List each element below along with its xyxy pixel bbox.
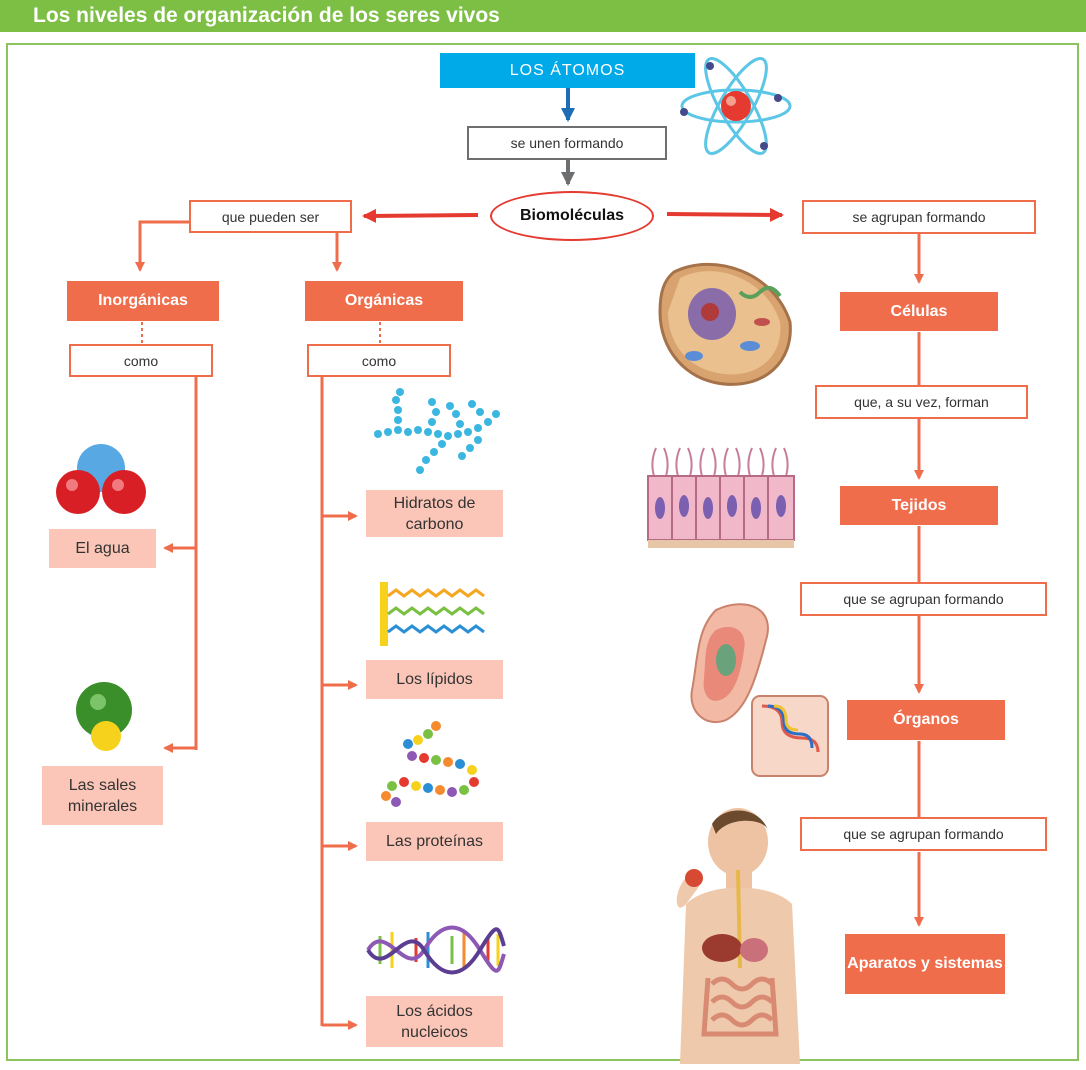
- que-pueden-ser-box: que pueden ser: [189, 200, 352, 233]
- lipid-icon: [380, 582, 485, 646]
- dna-helix-icon: [366, 925, 506, 975]
- hidratos-box: Hidratos de carbono: [366, 490, 503, 537]
- organ-intestine-icon: [690, 603, 829, 777]
- organicas-box: Orgánicas: [305, 281, 463, 321]
- inorganicas-box: Inorgánicas: [67, 281, 219, 321]
- cell-icon: [658, 262, 792, 386]
- tissue-icon: [647, 447, 795, 548]
- acidos-nucleicos-box: Los ácidos nucleicos: [366, 996, 503, 1047]
- agua-box: El agua: [49, 529, 156, 568]
- se-agrupan-2-box: que se agrupan formando: [800, 582, 1047, 616]
- carbohydrate-chain-icon: [374, 388, 500, 474]
- como-organicas-box: como: [307, 344, 451, 377]
- lipidos-box: Los lípidos: [366, 660, 503, 699]
- como-inorganicas-box: como: [69, 344, 213, 377]
- sales-minerales-box: Las sales minerales: [42, 766, 163, 825]
- proteinas-box: Las proteínas: [366, 822, 503, 861]
- human-body-icon: [676, 808, 800, 1064]
- diagram-frame: [6, 43, 1079, 1061]
- se-agrupan-3-box: que se agrupan formando: [800, 817, 1047, 851]
- organos-box: Órganos: [847, 700, 1005, 740]
- se-unen-box: se unen formando: [467, 126, 667, 160]
- se-agrupan-box: se agrupan formando: [802, 200, 1036, 234]
- page-title: Los niveles de organización de los seres…: [33, 4, 500, 27]
- atom-icon: [680, 57, 792, 155]
- water-molecule-icon: [56, 444, 146, 514]
- protein-chain-icon: [381, 721, 479, 807]
- aparatos-box: Aparatos y sistemas: [845, 934, 1005, 994]
- celulas-box: Células: [840, 292, 998, 331]
- mineral-salt-icon: [76, 682, 132, 751]
- biomoleculas-ellipse: Biomoléculas: [490, 191, 654, 241]
- tejidos-box: Tejidos: [840, 486, 998, 525]
- atoms-box: LOS ÁTOMOS: [440, 53, 695, 88]
- title-bar: [0, 0, 1086, 32]
- a-su-vez-box: que, a su vez, forman: [815, 385, 1028, 419]
